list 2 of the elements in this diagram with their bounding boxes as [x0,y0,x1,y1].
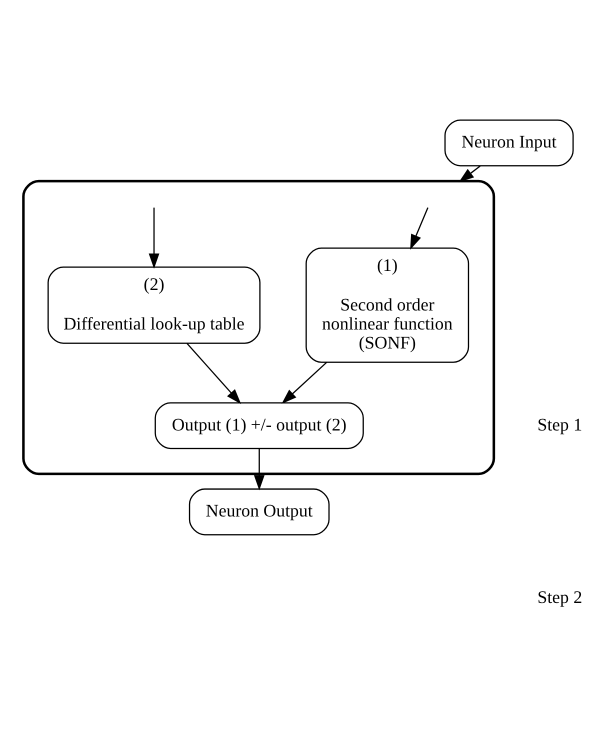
label: Step 1 [537,414,582,434]
label: Step 2 [537,586,582,606]
